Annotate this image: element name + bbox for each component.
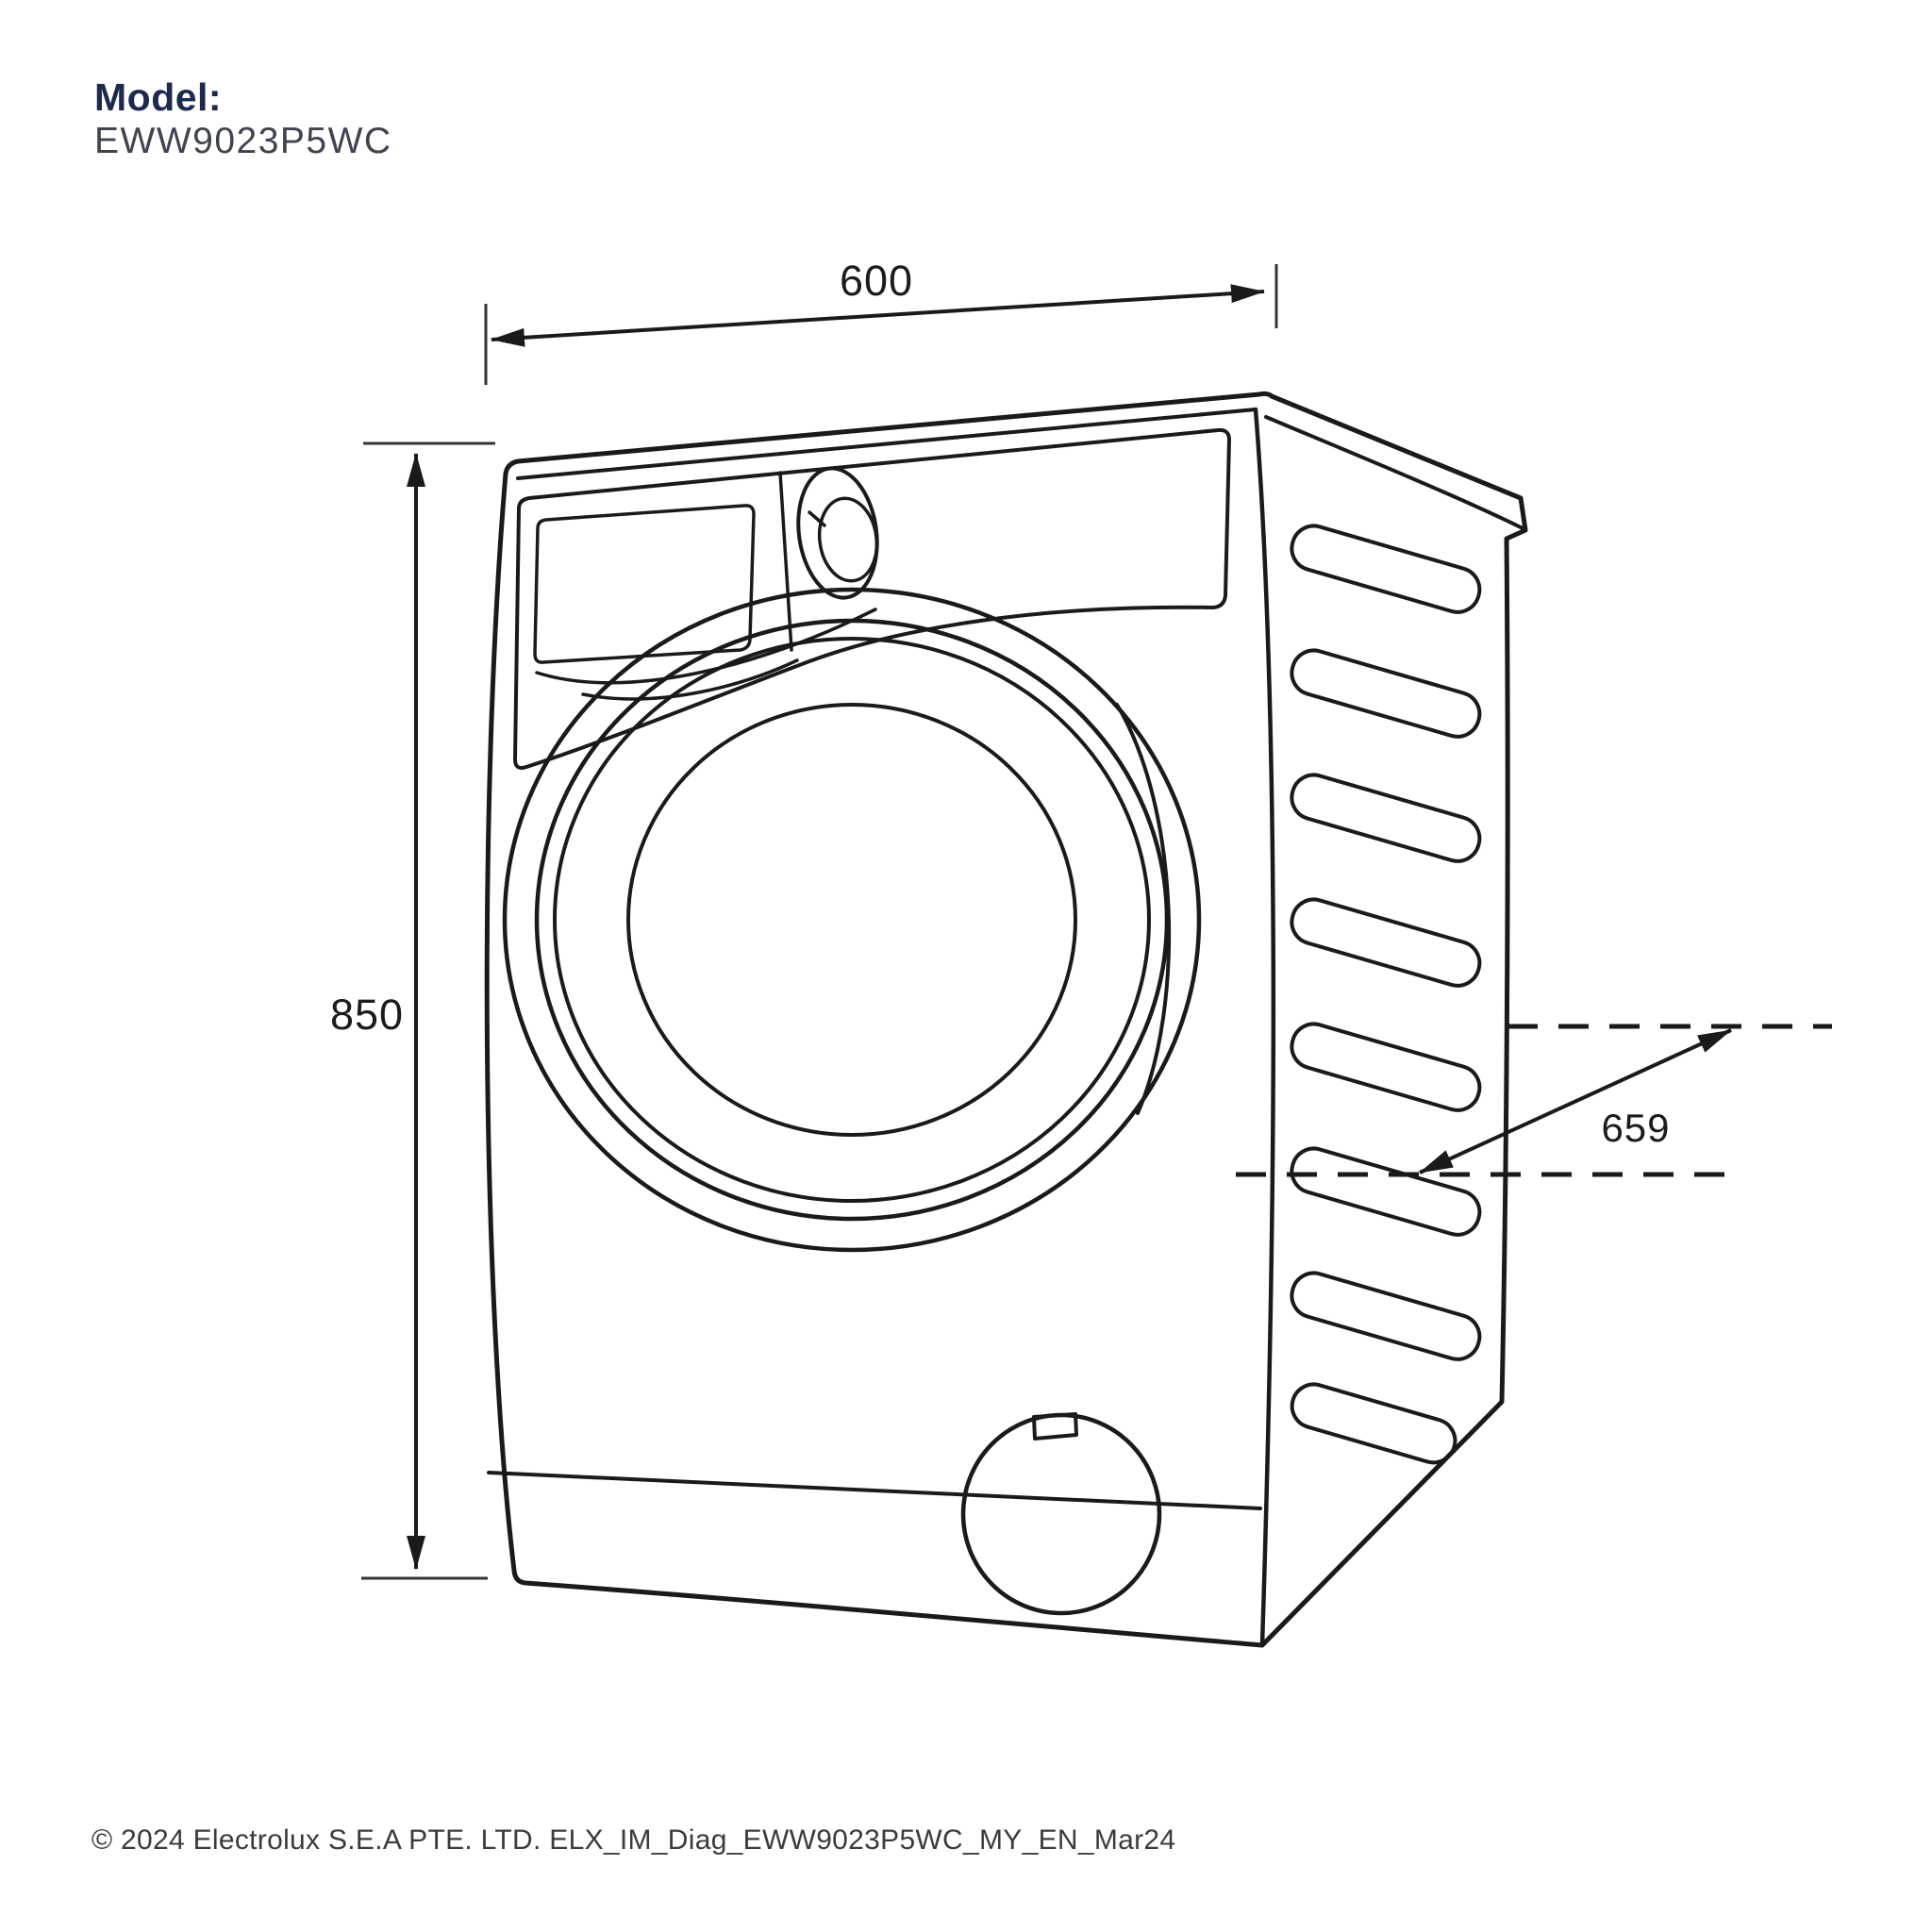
model-code: EWW9023P5WC [94,121,392,161]
front-right-edge [1253,407,1276,1648]
knob-pointer [808,510,826,527]
door-outer-ring [502,587,1202,1253]
filter-access-door [960,1412,1162,1616]
door-glass [626,703,1077,1137]
dimension-depth-659 [1236,1024,1832,1177]
program-knob [796,466,879,600]
depth-dimension-arrow [1419,1028,1732,1174]
door [502,587,1202,1253]
filter-door-handle [1032,1412,1078,1441]
detergent-drawer [533,504,756,664]
machine-outline [484,391,1528,1648]
door-middle-ring [534,618,1170,1222]
door-inner-ring [553,637,1151,1203]
dimension-width-600 [484,264,1278,385]
dimension-annotations [361,264,1832,1580]
width-dimension-value: 600 [839,257,914,305]
lid-front-edge [516,408,1257,480]
width-dimension-arrow [491,284,1265,347]
control-panel [513,427,1231,770]
height-dimension-value: 850 [329,991,405,1039]
depth-dimension-value: 659 [1601,1106,1671,1150]
lid-side-bottom-edge [1264,415,1526,531]
drawer-groove-upper [535,608,877,685]
copyright-footer: © 2024 Electrolux S.E.A PTE. LTD. ELX_IM… [92,1824,1176,1856]
drawer-groove-lower [581,658,799,701]
dimension-height-850 [361,441,495,1580]
panel-divider [778,471,793,652]
door-bevel-arc [1115,703,1172,1115]
side-vent-grid [1290,524,1482,1465]
machine-body [484,391,1528,1648]
kick-panel-line [487,1471,1262,1510]
model-label: Model: [94,75,223,119]
